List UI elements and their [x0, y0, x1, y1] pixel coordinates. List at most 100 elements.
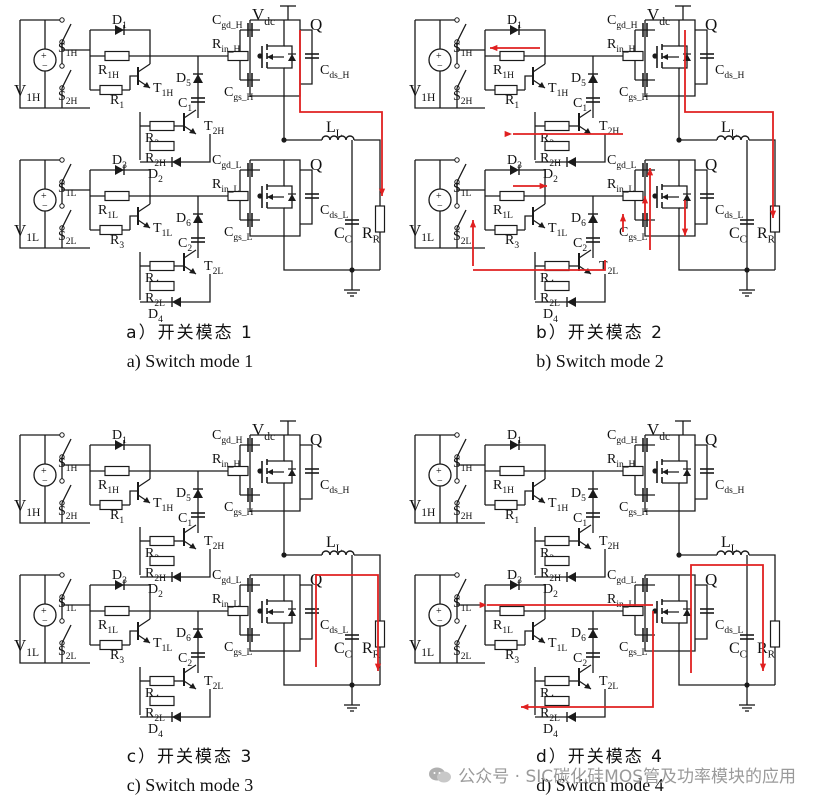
- junction-dot: [281, 552, 287, 558]
- current-path: [473, 260, 606, 271]
- mosfet-arrow: [662, 609, 668, 615]
- transistor: [183, 249, 197, 259]
- resistor: [494, 499, 518, 511]
- wire: [129, 215, 138, 230]
- component-label: R1: [505, 93, 519, 111]
- wire: [535, 689, 606, 718]
- mosfet-label: Q: [310, 155, 322, 174]
- body-diode: [683, 469, 691, 476]
- transistor-arrow: [538, 497, 545, 503]
- wire: [90, 29, 151, 56]
- resistor: [544, 535, 570, 547]
- resistor: [104, 190, 130, 202]
- diode: [588, 214, 598, 223]
- mosfet-arrow: [267, 54, 273, 60]
- component-label: D1: [112, 13, 127, 31]
- resistor: [99, 499, 123, 511]
- transistor-arrow: [189, 683, 196, 689]
- wire: [354, 139, 381, 270]
- transistor: [532, 478, 546, 488]
- source-plus: +: [436, 191, 442, 202]
- inductor-label: LL: [326, 534, 342, 554]
- switch: [456, 163, 467, 183]
- resistor: [149, 280, 175, 292]
- caption-en-d: d) Switch mode 4: [536, 775, 664, 795]
- component-label: V1L: [409, 636, 434, 659]
- transistor-arrow: [538, 82, 545, 88]
- resistor: [149, 535, 175, 547]
- component-label: S2H: [453, 89, 473, 107]
- component-label: Rin_L: [607, 177, 635, 195]
- source-plus: +: [41, 606, 47, 617]
- wire: [90, 444, 151, 471]
- component-label: S1H: [453, 41, 473, 59]
- vdc-label: Vdc: [647, 5, 670, 28]
- wire: [283, 236, 380, 271]
- component-label: S1L: [58, 181, 77, 199]
- diode: [193, 214, 203, 223]
- component-label: D3: [507, 568, 522, 586]
- component-label: Cds_H: [715, 478, 745, 496]
- diode: [510, 440, 519, 450]
- component-label: C2: [573, 236, 587, 254]
- component-label: V1L: [14, 636, 39, 659]
- mosfet-label: Q: [310, 15, 322, 34]
- component-label: D5: [571, 486, 586, 504]
- cap-label: CC: [334, 225, 352, 245]
- transistor-arrow: [538, 637, 545, 643]
- wire: [19, 160, 90, 249]
- res-label: RR: [362, 640, 381, 660]
- component-label: D3: [507, 153, 522, 171]
- transistor: [532, 618, 546, 628]
- component-label: C1: [573, 511, 587, 529]
- cap-label: CC: [334, 640, 352, 660]
- transistor: [137, 203, 151, 213]
- wire: [414, 160, 485, 249]
- wire: [695, 444, 708, 500]
- component-label: R1L: [493, 618, 513, 636]
- wire: [267, 451, 285, 462]
- wire: [644, 434, 696, 512]
- resistor: [149, 260, 175, 272]
- wire: [662, 176, 680, 187]
- component-label: Cgd_L: [607, 153, 637, 171]
- cap-label: CC: [729, 225, 747, 245]
- source-minus: −: [437, 201, 443, 212]
- transistor-arrow: [538, 222, 545, 228]
- wire: [414, 575, 485, 664]
- mosfet-arrow: [267, 609, 273, 615]
- inductor-label: LL: [721, 119, 737, 139]
- vdc-label: Vdc: [252, 420, 275, 443]
- wire: [300, 584, 313, 640]
- resistor: [769, 205, 781, 233]
- source-plus: +: [41, 191, 47, 202]
- wire: [662, 451, 680, 462]
- diode: [510, 165, 519, 175]
- component-label: Cgs_L: [224, 640, 253, 658]
- resistor: [104, 605, 130, 617]
- caption-zh-d: d）开关模态 4: [535, 747, 664, 767]
- component-label: Cgs_H: [619, 500, 649, 518]
- component-label: R1: [110, 508, 124, 526]
- component-label: T1L: [548, 636, 567, 654]
- component-label: Cds_L: [715, 203, 744, 221]
- transistor-arrow: [584, 128, 591, 134]
- diode: [193, 74, 203, 83]
- resistor: [494, 224, 518, 236]
- switch: [456, 578, 467, 598]
- transistor-arrow: [143, 497, 150, 503]
- resistor: [227, 465, 249, 477]
- transistor: [578, 524, 592, 534]
- component-label: T2H: [204, 534, 224, 552]
- component-label: D5: [571, 71, 586, 89]
- diode: [193, 629, 203, 638]
- resistor: [227, 190, 249, 202]
- junction-dot: [676, 137, 682, 143]
- wire: [414, 20, 485, 109]
- resistor: [227, 605, 249, 617]
- mosfet-arrow: [662, 54, 668, 60]
- component-label: Rin_L: [607, 592, 635, 610]
- body-diode: [288, 194, 296, 201]
- component-label: R1H: [493, 63, 514, 81]
- component-label: S2L: [58, 229, 77, 247]
